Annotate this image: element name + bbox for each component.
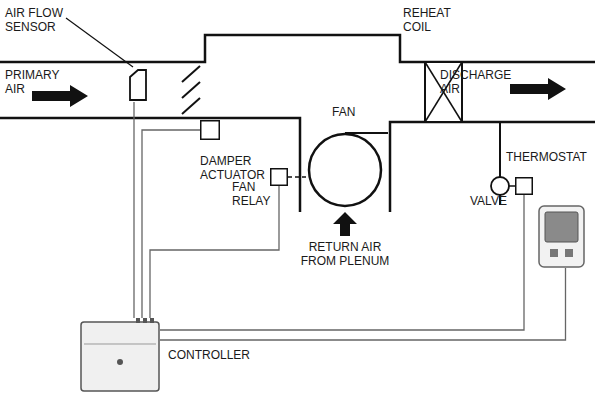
flow-label: PRIMARY AIR — [5, 68, 67, 97]
component-label: FAN RELAY — [232, 180, 274, 209]
flow-label: DISCHARGE AIR — [440, 68, 516, 97]
controller-unit: CONTROLLER — [80, 318, 160, 392]
thermostat-device: THERMOSTAT — [538, 205, 585, 268]
component-label: DAMPER ACTUATOR — [200, 154, 270, 183]
damper-blades — [182, 66, 200, 114]
duct-top-wall — [0, 35, 595, 62]
component-label: AIR FLOW SENSOR — [5, 6, 69, 35]
leader-line — [66, 18, 133, 67]
fan-symbol-outline — [308, 133, 382, 207]
valve-stem — [509, 185, 515, 187]
control-wire — [142, 130, 200, 318]
component-label: FAN — [332, 105, 372, 119]
flow-label: RETURN AIR FROM PLENUM — [300, 240, 390, 269]
component-label: THERMOSTAT — [506, 150, 592, 164]
damper-actuator: DAMPER ACTUATOR — [200, 120, 220, 140]
controller-unit-outline — [80, 318, 160, 392]
valve-actuator: VALVE — [515, 177, 533, 195]
damper-actuator-outline — [200, 120, 220, 140]
primary-air-arrow — [32, 85, 88, 107]
duct-bottom-wall — [0, 118, 300, 212]
valve-actuator-outline — [515, 177, 533, 195]
return-air-arrow — [333, 212, 357, 236]
duct-bottom-wall — [390, 122, 595, 212]
discharge-air-arrow — [510, 78, 566, 100]
valve-symbol — [491, 177, 509, 195]
fan-relay: FAN RELAY — [270, 168, 288, 186]
fan-symbol: FAN — [308, 133, 382, 207]
thermostat-device-outline — [538, 205, 585, 268]
component-label: CONTROLLER — [168, 348, 258, 362]
flow-arrows — [32, 78, 566, 236]
airflow-sensor: AIR FLOW SENSOR — [128, 68, 148, 102]
control-wire — [160, 195, 524, 330]
mechanical-link — [288, 176, 309, 177]
control-wire — [133, 102, 134, 318]
component-label: REHEAT COIL — [403, 6, 459, 35]
control-wire — [160, 268, 566, 340]
component-label: VALVE — [470, 194, 514, 208]
fan-relay-outline — [270, 168, 288, 186]
airflow-sensor-outline — [128, 68, 148, 102]
